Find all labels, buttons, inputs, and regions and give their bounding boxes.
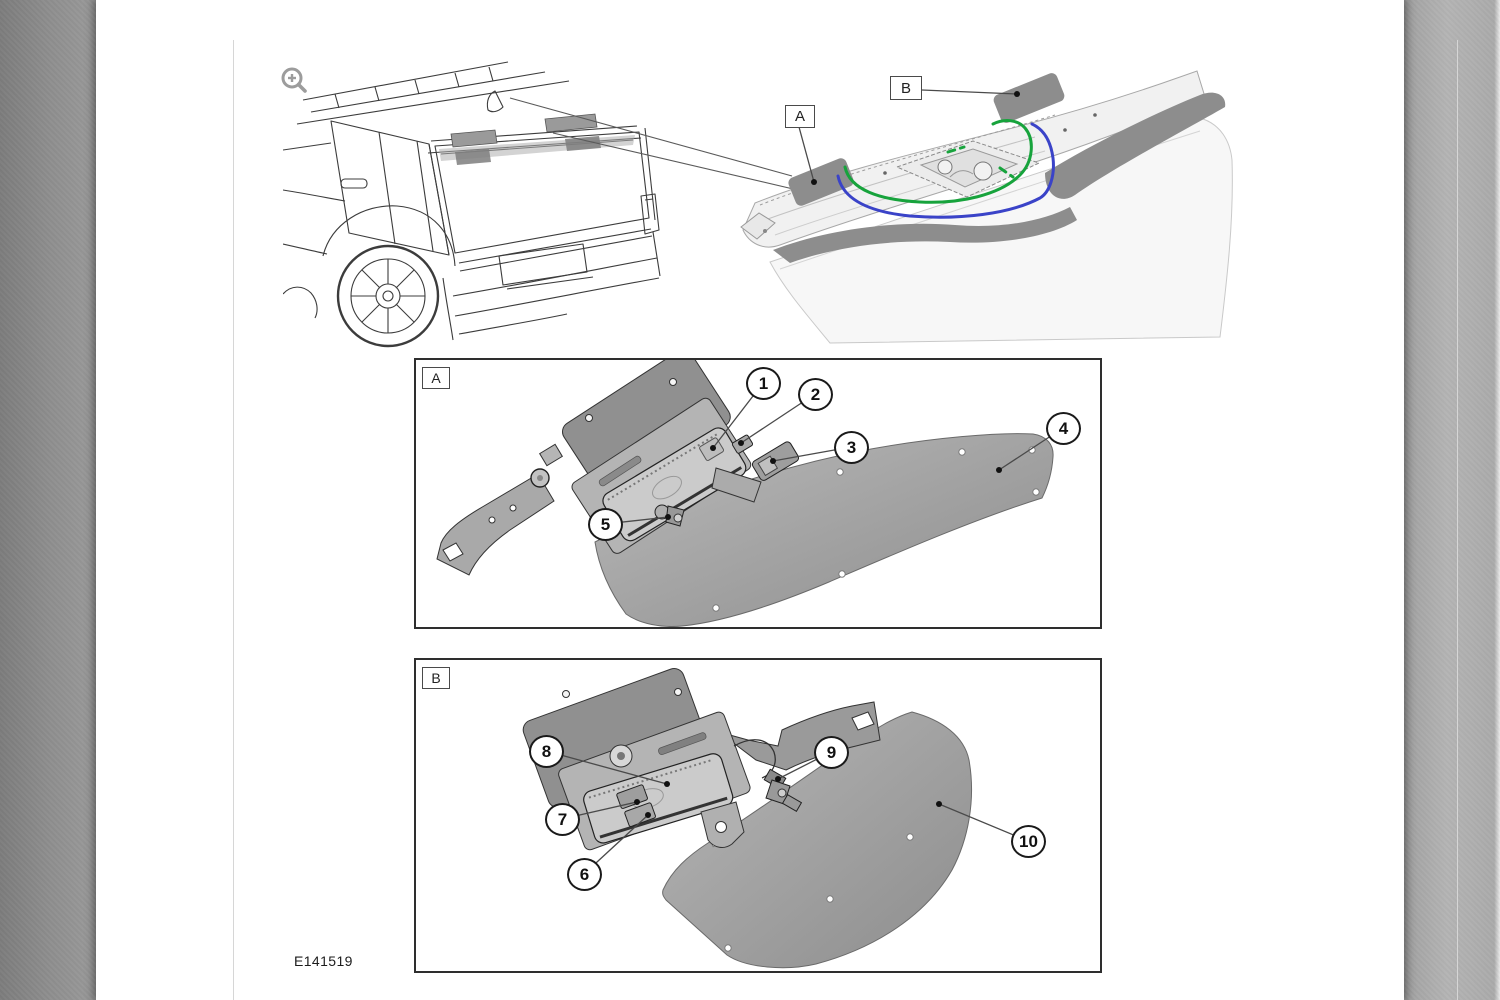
- part-6-connector: [624, 802, 656, 827]
- page-margin-rule-left: [233, 40, 234, 1000]
- figure-b-drawing: [522, 668, 1029, 969]
- callout-1[interactable]: 1: [746, 367, 781, 400]
- figure-code: E141519: [294, 953, 353, 969]
- overview-label-b-text: B: [900, 79, 911, 97]
- figure-a-drawing: [436, 360, 1064, 627]
- desktop-background-right: [1404, 0, 1500, 1000]
- callout-9-number: 9: [826, 742, 837, 762]
- callout-10[interactable]: 10: [1011, 825, 1046, 858]
- figure-a-label-text: A: [431, 370, 441, 386]
- page-margin-rule-right: [1457, 40, 1458, 1000]
- callout-10-number: 10: [1019, 831, 1038, 851]
- callout-4-number: 4: [1058, 418, 1069, 438]
- figure-b-label-text: B: [431, 670, 441, 686]
- desktop-background-left: [0, 0, 96, 1000]
- figure-b-label[interactable]: B: [422, 667, 450, 689]
- figure-b-box: B 8 9 7 6 10: [414, 658, 1102, 973]
- figure-a-label[interactable]: A: [422, 367, 450, 389]
- callout-5-number: 5: [600, 514, 611, 534]
- wire-green: [843, 119, 1033, 204]
- figure-code-text: E141519: [294, 953, 353, 969]
- reference-leader-lines: [509, 97, 807, 193]
- callout-6-number: 6: [579, 864, 590, 884]
- figure-a-box: A 1 2 3 4 5: [414, 358, 1102, 629]
- bracket-arm: [718, 701, 881, 771]
- callout-5[interactable]: 5: [588, 508, 623, 541]
- part-8-spoiler-motor: [583, 753, 734, 844]
- wire-blue: [836, 122, 1055, 219]
- bracket-arm: [436, 473, 555, 576]
- part-10-deflector-panel: [662, 711, 973, 969]
- callout-6[interactable]: 6: [567, 858, 602, 891]
- overview-label-b[interactable]: B: [890, 76, 922, 100]
- callout-3-number: 3: [846, 437, 857, 457]
- part-7-connector: [616, 784, 648, 809]
- overview-label-a-text: A: [794, 108, 805, 125]
- callout-7[interactable]: 7: [545, 803, 580, 836]
- callout-2[interactable]: 2: [798, 378, 833, 411]
- callout-2-number: 2: [810, 384, 821, 404]
- spoiler-dark-trim: [773, 73, 1226, 263]
- callout-1-number: 1: [758, 373, 769, 393]
- wire-green-dashes: [946, 145, 1015, 179]
- callout-4[interactable]: 4: [1046, 412, 1081, 445]
- callout-7-number: 7: [557, 809, 568, 829]
- callout-8[interactable]: 8: [529, 735, 564, 768]
- callout-8-number: 8: [541, 741, 552, 761]
- overview-label-a[interactable]: A: [785, 105, 815, 128]
- callout-9[interactable]: 9: [814, 736, 849, 769]
- callout-3[interactable]: 3: [834, 431, 869, 464]
- zoom-in-icon[interactable]: [280, 66, 310, 96]
- liftgate-spoiler-overview: [740, 70, 1233, 344]
